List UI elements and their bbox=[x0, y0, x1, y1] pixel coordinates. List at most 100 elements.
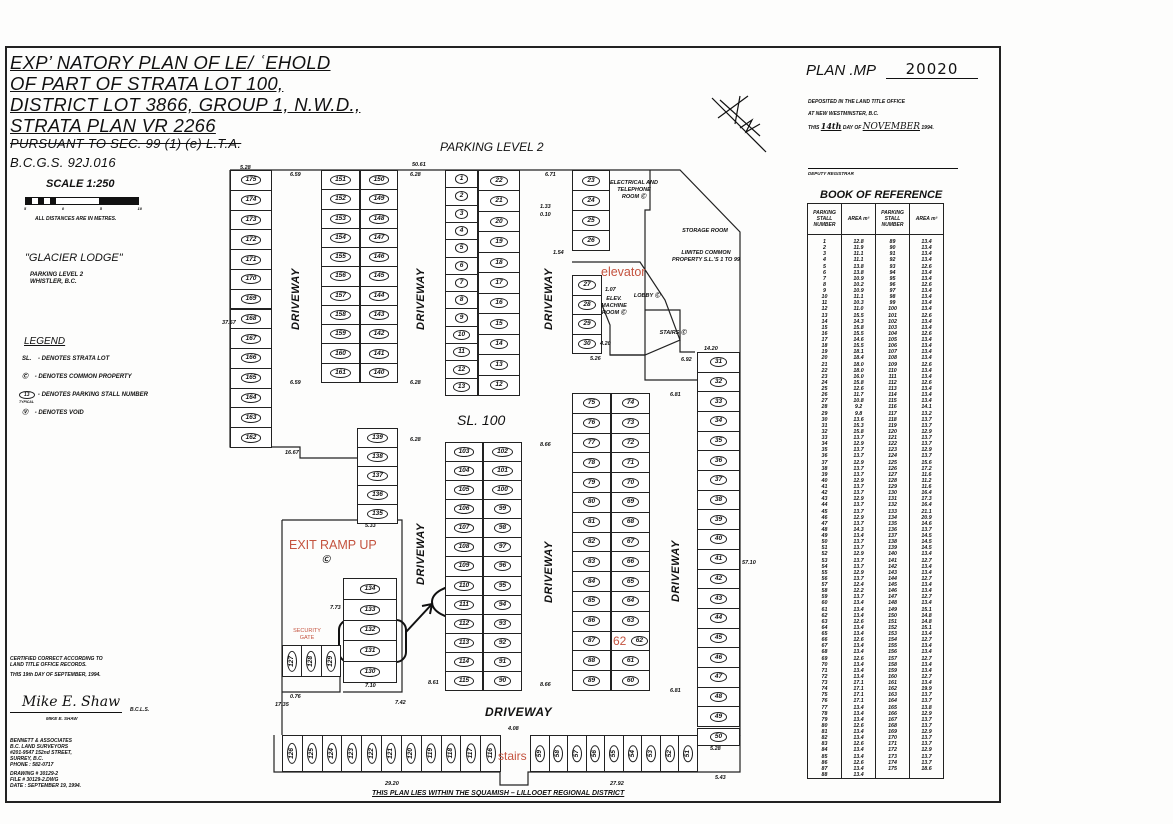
struck-statute-line: PURSUANT TO SEC. 99 (1) (e) L.T.A. bbox=[10, 136, 242, 151]
stall-area: 13.7 bbox=[909, 735, 944, 742]
dimension-label: 0.10 bbox=[540, 212, 551, 218]
parking-stall: 168 bbox=[230, 308, 272, 330]
legend-typical: TYPICAL bbox=[19, 400, 34, 404]
parking-stall: 98 bbox=[483, 518, 522, 539]
stall-number-oval: 49 bbox=[709, 711, 728, 722]
stall-area: 13.4 bbox=[909, 661, 944, 668]
stall-number-oval: 155 bbox=[330, 252, 351, 263]
stall-number-oval: 58 bbox=[553, 744, 564, 763]
stall-area: 12.9 bbox=[909, 428, 944, 435]
stairs-annotation: stairs bbox=[498, 749, 527, 763]
header-area: AREA m² bbox=[909, 203, 944, 235]
stairs-room bbox=[645, 309, 695, 353]
stall-number-oval: 33 bbox=[709, 396, 728, 407]
bcgs-reference: B.C.G.S. 92J.016 bbox=[10, 155, 116, 170]
parking-stall: 38 bbox=[697, 489, 740, 511]
plan-label: PLAN .MP bbox=[806, 62, 877, 79]
parking-stall: 47 bbox=[697, 666, 740, 688]
stall-area: 12.6 bbox=[909, 281, 944, 288]
stall-number-oval: 151 bbox=[330, 175, 351, 186]
stall-area: 18.6 bbox=[909, 765, 944, 772]
parking-stall: 164 bbox=[230, 387, 272, 409]
stall-number-oval: 71 bbox=[621, 457, 640, 468]
stall-area: 13.4 bbox=[909, 245, 944, 252]
stall-number-oval: 96 bbox=[493, 561, 512, 572]
stall-number-oval: 45 bbox=[709, 632, 728, 643]
parking-stall: 3 bbox=[445, 204, 478, 223]
dimension-label: 50.61 bbox=[412, 162, 426, 168]
dimension-label: 6.28 bbox=[410, 437, 421, 443]
stall-area: 14.5 bbox=[909, 545, 944, 552]
dimension-label: 4.08 bbox=[508, 726, 519, 732]
scale-label: SCALE 1:250 bbox=[46, 178, 115, 190]
stall-number-oval: 154 bbox=[330, 232, 351, 243]
driveway-label: DRIVEWAY bbox=[543, 541, 555, 603]
parking-stall: 134 bbox=[343, 578, 397, 600]
stall-number-oval: 67 bbox=[621, 536, 640, 547]
stall-number-oval: 13 bbox=[490, 359, 508, 370]
cert-date: THIS 19th DAY OF SEPTEMBER, 1994. bbox=[10, 672, 101, 678]
parking-stall: 66 bbox=[611, 551, 650, 573]
surveyor-name: MIKE E. SHAW bbox=[46, 716, 78, 721]
stall-number-oval: 147 bbox=[368, 232, 390, 243]
dimension-label: 1.33 bbox=[540, 204, 551, 210]
scale-note: ALL DISTANCES ARE IN METRES. bbox=[35, 216, 117, 222]
legend-item: Ⓥ - DENOTES VOID bbox=[22, 410, 84, 417]
stall-area: 12.7 bbox=[909, 655, 944, 662]
stall-number-oval: 127 bbox=[287, 650, 298, 672]
stall-number-oval: 94 bbox=[493, 599, 512, 610]
parking-stall: 37 bbox=[697, 470, 740, 491]
parking-stall: 122 bbox=[361, 735, 383, 772]
parking-stall: 21 bbox=[478, 190, 520, 212]
parking-stall: 110 bbox=[445, 575, 483, 596]
stall-area: 13.4 bbox=[909, 367, 944, 374]
stall-number-oval: 119 bbox=[426, 743, 437, 764]
stall-area: 13.4 bbox=[909, 337, 944, 344]
stall-area: 12.6 bbox=[909, 312, 944, 319]
book-of-reference-title: BOOK OF REFERENCE bbox=[820, 189, 943, 201]
stall-area: 13.4 bbox=[909, 349, 944, 356]
stall-number-oval: 72 bbox=[621, 437, 640, 448]
stall-area: 12.9 bbox=[909, 729, 944, 736]
parking-stall: 20 bbox=[478, 210, 520, 233]
stall-number-oval: 27 bbox=[578, 280, 596, 291]
parking-stall: 27 bbox=[572, 275, 602, 296]
stall-number-oval: 20 bbox=[490, 216, 508, 227]
scale-tick: 10 bbox=[137, 206, 142, 211]
parking-stall: 67 bbox=[611, 531, 650, 553]
stall-number-oval: 156 bbox=[330, 271, 351, 282]
stall-number-oval: 83 bbox=[582, 556, 601, 567]
parking-stall: 4 bbox=[445, 221, 478, 241]
parking-stall: 52 bbox=[659, 735, 680, 772]
north-arrow bbox=[711, 95, 767, 153]
deposit-line: DEPOSITED IN THE LAND TITLE OFFICE bbox=[808, 99, 905, 105]
stall-number-oval: 9 bbox=[454, 312, 469, 323]
stall-number-oval: 68 bbox=[621, 517, 640, 528]
stall-number-oval: 161 bbox=[330, 367, 351, 378]
stall-area: 13.4 bbox=[909, 643, 944, 650]
parking-stall: 62 bbox=[611, 630, 650, 652]
stall-number-oval: 85 bbox=[582, 596, 601, 607]
parking-stall: 111 bbox=[445, 594, 483, 615]
stall-number-oval: 40 bbox=[709, 534, 728, 545]
parking-stall: 75 bbox=[572, 393, 611, 414]
